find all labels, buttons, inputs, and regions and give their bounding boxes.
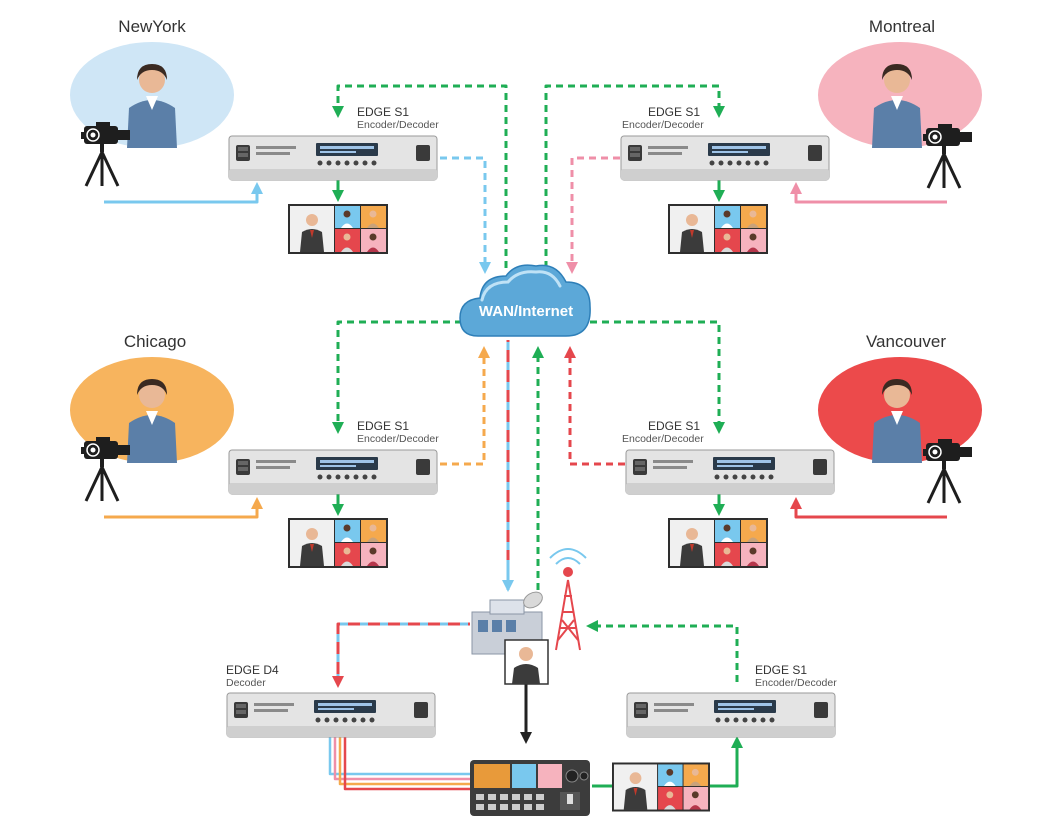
device-role: Encoder/Decoder [357, 119, 439, 131]
connector-d4-to-switcher-orange [338, 728, 470, 786]
city-label-montreal: Montreal [869, 17, 935, 36]
device-name: EDGE S1 [357, 419, 409, 433]
video-camera-icon [79, 435, 132, 503]
device-d4: EDGE D4 Decoder [226, 663, 436, 738]
production-switcher-icon [470, 760, 590, 816]
cloud-icon [459, 264, 591, 337]
device-role: Encoder/Decoder [622, 433, 704, 445]
connectors [104, 84, 947, 791]
video-grid-monitor-icon [288, 204, 388, 254]
connector-van-uplink [564, 346, 625, 466]
connector-chi-downlink [332, 320, 462, 434]
encoder-box-icon [228, 449, 438, 495]
connector-d4-to-switcher-red [343, 728, 470, 791]
device-name: EDGE S1 [755, 663, 807, 677]
device-name: EDGE D4 [226, 663, 279, 677]
connector-studio-to-station [586, 620, 739, 682]
device-name: EDGE S1 [648, 105, 700, 119]
wan-cloud: WAN/Internet [459, 264, 591, 337]
vancouver-bubble [818, 357, 982, 463]
device-role: Encoder/Decoder [622, 119, 704, 131]
connector-ny-downlink [332, 84, 508, 268]
encoder-box-icon [620, 135, 830, 181]
device-name: EDGE S1 [648, 419, 700, 433]
connector-van-camera [790, 497, 947, 519]
city-label-newyork: NewYork [118, 17, 186, 36]
city-label-vancouver: Vancouver [866, 332, 946, 351]
connector-ny-camera [104, 182, 263, 204]
connector-ny-uplink [440, 156, 491, 274]
video-camera-icon [921, 122, 974, 190]
device-chicago: EDGE S1 Encoder/Decoder [228, 419, 439, 568]
device-name: EDGE S1 [357, 105, 409, 119]
device-studio: EDGE S1 Encoder/Decoder [612, 663, 837, 812]
montreal-bubble [818, 42, 982, 148]
cloud-highlight [480, 270, 562, 302]
connector-chi-uplink [440, 346, 490, 466]
connector-d4-to-switcher-pink [333, 728, 470, 781]
connector-d4-to-switcher-blue [328, 728, 470, 776]
device-role: Encoder/Decoder [755, 677, 837, 689]
chicago-bubble [70, 357, 234, 463]
broadcast-tower-icon [549, 548, 587, 651]
city-label-chicago: Chicago [124, 332, 186, 351]
connector-mtl-downlink [544, 84, 725, 268]
connector-monitor-to-studio [710, 736, 743, 788]
chicago-site: Chicago [70, 332, 234, 503]
device-newyork: EDGE S1 Encoder/Decoder [228, 105, 439, 254]
connector-station-to-d4-blue [336, 622, 470, 680]
video-grid-monitor-icon [668, 518, 768, 568]
encoder-box-icon [626, 692, 836, 738]
connector-mtl-camera [790, 182, 947, 204]
device-role: Decoder [226, 677, 266, 689]
newyork-site: NewYork [70, 17, 234, 188]
video-camera-icon [79, 120, 132, 188]
connector-mtl-uplink [566, 156, 620, 274]
device-role: Encoder/Decoder [357, 433, 439, 445]
vancouver-site: Vancouver [818, 332, 982, 505]
video-grid-monitor-icon [668, 204, 768, 254]
video-grid-monitor-icon [288, 518, 388, 568]
encoder-box-icon [228, 135, 438, 181]
presenter-monitor [504, 639, 549, 685]
broadcast-station [471, 548, 587, 685]
connector-station-to-d4-red [332, 622, 470, 688]
device-montreal: EDGE S1 Encoder/Decoder [620, 105, 830, 254]
connector-van-downlink [590, 320, 725, 434]
video-camera-icon [921, 437, 974, 505]
cloud-label: WAN/Internet [479, 303, 573, 320]
video-grid-monitor-icon [612, 762, 710, 812]
device-vancouver: EDGE S1 Encoder/Decoder [622, 419, 835, 568]
production-switcher [470, 760, 590, 816]
newyork-bubble [70, 42, 234, 148]
montreal-site: Montreal [818, 17, 982, 190]
encoder-box-icon [625, 449, 835, 495]
encoder-box-icon [226, 692, 436, 738]
connector-chi-camera [104, 497, 263, 519]
